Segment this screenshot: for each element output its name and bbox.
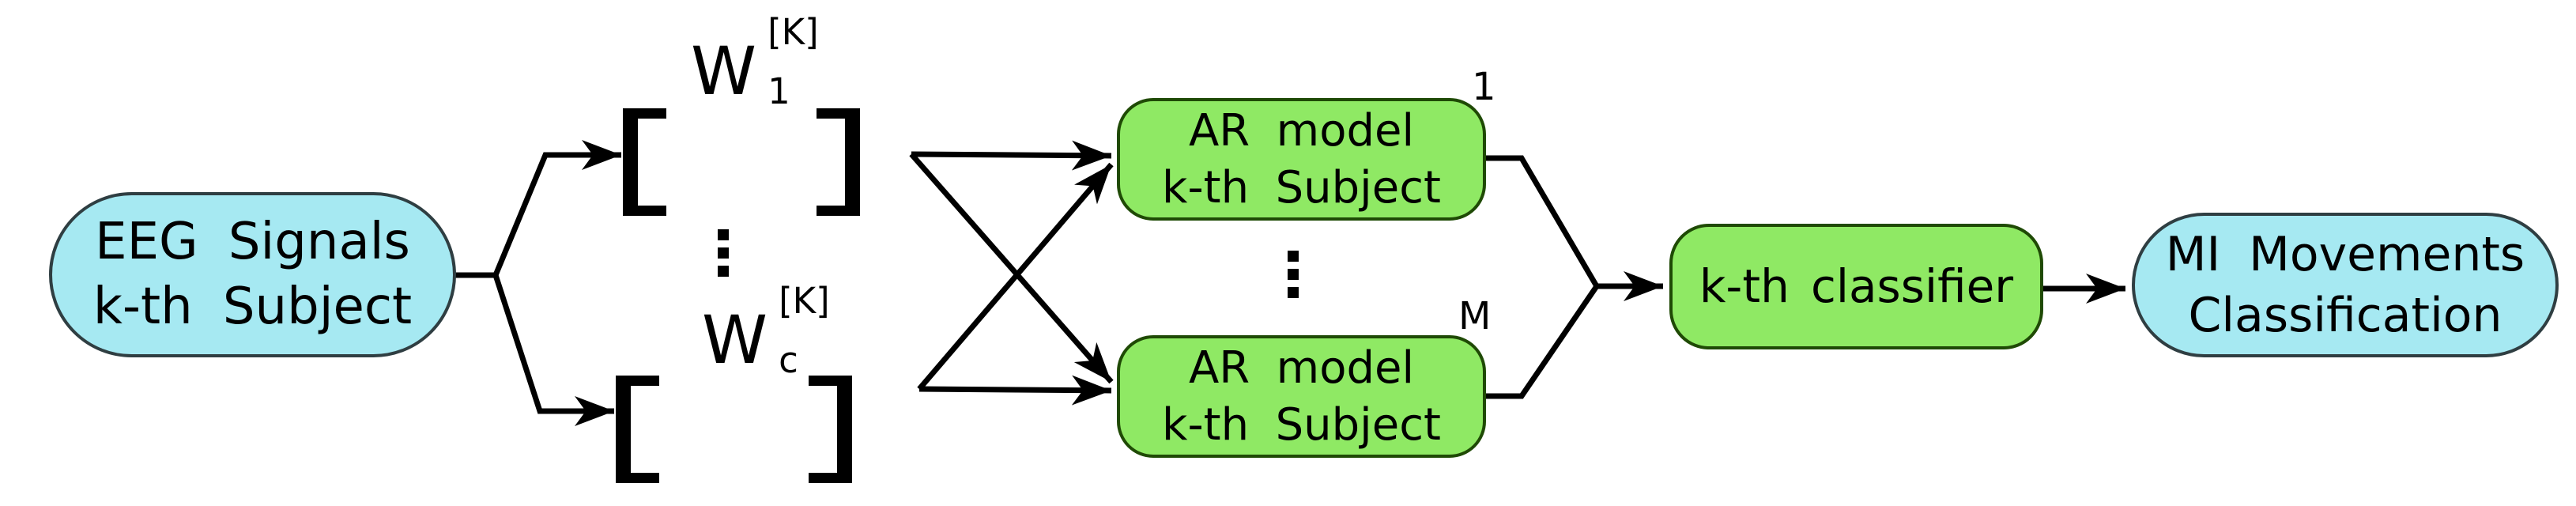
matrix-top-superscript: [K] <box>768 11 819 53</box>
ar-top-line2: k-th Subject <box>1162 161 1441 213</box>
output-line2: Classification <box>2188 287 2502 343</box>
classifier-label: k-th classifier <box>1699 259 2014 314</box>
dot <box>1288 269 1299 280</box>
output-line1: MI Movements <box>2165 226 2525 282</box>
matrix-bottom-bracket-right <box>809 376 852 483</box>
ar-bottom-line2: k-th Subject <box>1162 398 1441 451</box>
arrow-lower-matrix-to-ar-top <box>917 162 1114 391</box>
arrow-fork-to-lower-matrix <box>492 274 614 426</box>
node-kth-classifier: k-th classifier <box>1669 224 2043 349</box>
dot <box>1288 287 1299 298</box>
matrix-bottom-symbol: W <box>702 301 768 379</box>
matrix-top-supsub: [K] 1 <box>768 14 819 109</box>
node-ar-model-m: AR model k-th Subject <box>1117 335 1486 458</box>
arrow-upper-matrix-to-ar-top <box>911 140 1112 171</box>
dot <box>1288 251 1299 262</box>
dot <box>718 266 729 277</box>
matrix-bottom-superscript: [K] <box>779 280 830 322</box>
connector-ar-top-merge <box>1486 155 1600 288</box>
matrix-bottom-label: W [K] c <box>702 283 830 379</box>
dot <box>718 229 729 240</box>
connector-ar-bottom-merge <box>1486 285 1599 399</box>
node-eeg-signals: EEG Signals k-th Subject <box>49 192 456 357</box>
matrix-top-bracket-right <box>817 108 860 216</box>
node-mi-classification: MI Movements Classification <box>2132 213 2559 357</box>
matrix-bottom-supsub: [K] c <box>779 283 830 378</box>
matrix-top-subscript: 1 <box>768 70 790 112</box>
ar-top-superscript: 1 <box>1472 65 1496 109</box>
dot <box>718 247 729 259</box>
arrow-fork-to-upper-matrix <box>492 140 621 277</box>
node-eeg-line1: EEG Signals <box>95 212 410 271</box>
ar-bottom-line1: AR model <box>1188 342 1415 394</box>
ar-top-line1: AR model <box>1188 104 1415 157</box>
matrix-top-bracket-left <box>623 108 666 216</box>
matrix-bottom-subscript: c <box>779 339 798 381</box>
node-ar-model-1: AR model k-th Subject <box>1117 98 1486 221</box>
node-eeg-line2: k-th Subject <box>92 277 413 336</box>
ar-bottom-superscript: M <box>1458 294 1492 338</box>
matrix-ellipsis-dots <box>718 229 729 277</box>
matrix-bottom-bracket-left <box>616 376 659 483</box>
arrow-lower-matrix-to-ar-bottom <box>918 375 1112 406</box>
matrix-top-label: W [K] 1 <box>691 14 819 110</box>
ar-ellipsis-dots <box>1288 251 1299 298</box>
arrow-upper-matrix-to-ar-bottom <box>909 152 1114 384</box>
matrix-top-symbol: W <box>691 32 757 110</box>
